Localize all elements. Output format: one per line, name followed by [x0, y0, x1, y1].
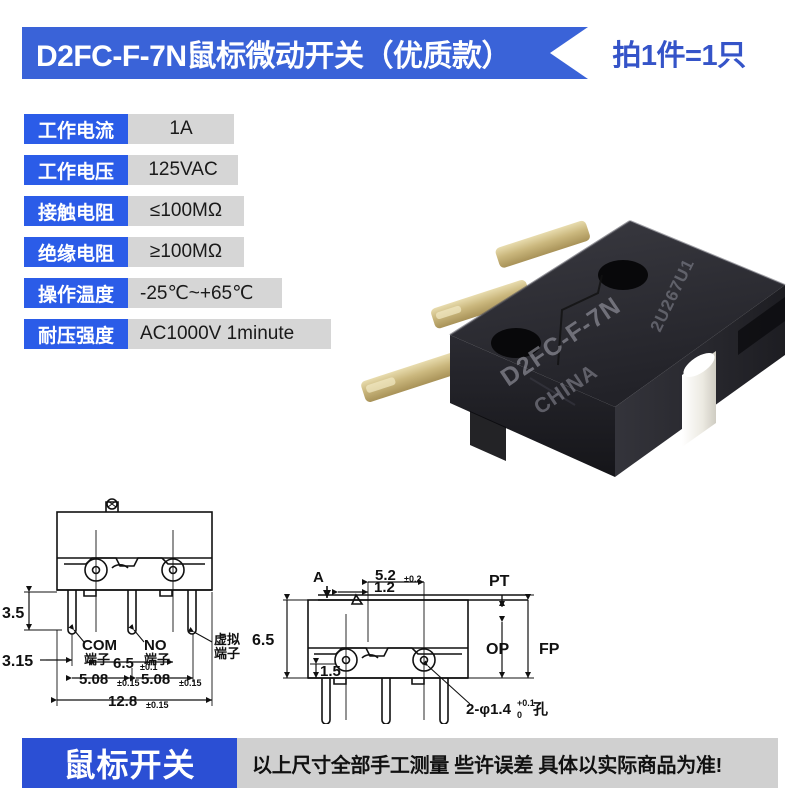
switch-front-face	[450, 335, 615, 477]
dim-5-08-left: 5.08	[79, 671, 108, 688]
promo-badge: 拍1件=1只	[550, 27, 778, 79]
terminal-label-dummy: 虚拟	[214, 632, 240, 647]
dim-12-8-tol: ±0.15	[146, 700, 168, 710]
promo-badge-chevron: 拍1件=1只	[550, 27, 778, 79]
dim-1-5: 1.5	[320, 663, 341, 680]
label-fp: FP	[539, 641, 560, 658]
technical-drawings: 3.5 3.15 6.5 ±0.1 5.08 ±0.15 5.08 ±0.15 …	[0, 482, 580, 724]
dim-6-5-front-tol: ±0.1	[140, 662, 157, 672]
product-photo: D2FC-F-7N CHINA 2U267U1	[330, 215, 800, 495]
hole-note: 2-φ1.4	[466, 701, 512, 718]
footer-tag: 鼠标开关	[22, 738, 237, 788]
drawing-side-view	[283, 579, 534, 724]
spec-value-dielectric-strength: AC1000V 1minute	[128, 319, 331, 349]
footer-banner: 鼠标开关 以上尺寸全部手工测量 些许误差 具体以实际商品为准!	[22, 738, 778, 788]
spec-label-dielectric-strength: 耐压强度	[24, 319, 128, 349]
table-row: 接触电阻 ≤100MΩ	[24, 196, 244, 226]
label-a: A	[313, 569, 324, 586]
header-banner: D2FC-F-7N鼠标微动开关（优质款） 拍1件=1只	[22, 27, 778, 79]
table-row: 操作温度 -25℃~+65℃	[24, 278, 282, 308]
terminal-label-com: COM	[82, 637, 117, 654]
specification-table: 工作电流 1A 工作电压 125VAC 接触电阻 ≤100MΩ 绝缘电阻 ≥10…	[24, 114, 404, 360]
terminal-label-dummy-suffix: 端子	[214, 646, 240, 661]
spec-value-operating-temperature: -25℃~+65℃	[128, 278, 282, 308]
terminal-label-no: NO	[144, 637, 167, 654]
page-title: D2FC-F-7N鼠标微动开关（优质款）	[36, 40, 512, 73]
hole-unit: 孔	[533, 701, 548, 718]
mounting-hole	[598, 260, 648, 290]
terminal-label-no-suffix: 端子	[144, 652, 170, 667]
table-row: 绝缘电阻 ≥100MΩ	[24, 237, 244, 267]
spec-label-working-voltage: 工作电压	[24, 155, 128, 185]
spec-label-operating-temperature: 操作温度	[24, 278, 128, 308]
dim-5-2-tol: ±0.2	[404, 574, 421, 584]
spec-value-working-current: 1A	[128, 114, 234, 144]
hole-tol-upper: +0.1	[517, 698, 535, 708]
table-row: 耐压强度 AC1000V 1minute	[24, 319, 331, 349]
spec-label-contact-resistance: 接触电阻	[24, 196, 128, 226]
promo-badge-label: 拍1件=1只	[612, 40, 746, 72]
footer-note: 以上尺寸全部手工测量 些许误差 具体以实际商品为准!	[237, 738, 778, 788]
dim-1-2: 1.2	[374, 579, 395, 596]
dim-5-2: 5.2	[375, 567, 396, 584]
hole-tol-lower: 0	[517, 710, 522, 720]
spec-label-working-current: 工作电流	[24, 114, 128, 144]
switch-top-face	[450, 221, 785, 407]
drawing-front-view	[24, 498, 213, 706]
spec-value-contact-resistance: ≤100MΩ	[128, 196, 244, 226]
terminal-pin-group	[361, 220, 590, 402]
table-row: 工作电流 1A	[24, 114, 234, 144]
spec-value-working-voltage: 125VAC	[128, 155, 238, 185]
dim-6-5-front: 6.5	[113, 655, 134, 672]
dim-5-08-right-tol: ±0.15	[179, 678, 201, 688]
terminal-label-com-suffix: 端子	[84, 652, 110, 667]
dim-5-08-right: 5.08	[141, 671, 170, 688]
dim-3-15: 3.15	[2, 653, 33, 670]
spec-label-insulation-resistance: 绝缘电阻	[24, 237, 128, 267]
dim-12-8: 12.8	[108, 693, 137, 710]
mounting-hole	[491, 328, 541, 358]
label-op: OP	[486, 641, 509, 658]
plunger-button	[682, 351, 716, 447]
dim-5-08-left-tol: ±0.15	[117, 678, 139, 688]
label-pt: PT	[489, 573, 510, 590]
table-row: 工作电压 125VAC	[24, 155, 238, 185]
dim-6-5-side: 6.5	[252, 632, 274, 649]
spec-value-insulation-resistance: ≥100MΩ	[128, 237, 244, 267]
dim-3-5: 3.5	[2, 605, 24, 622]
